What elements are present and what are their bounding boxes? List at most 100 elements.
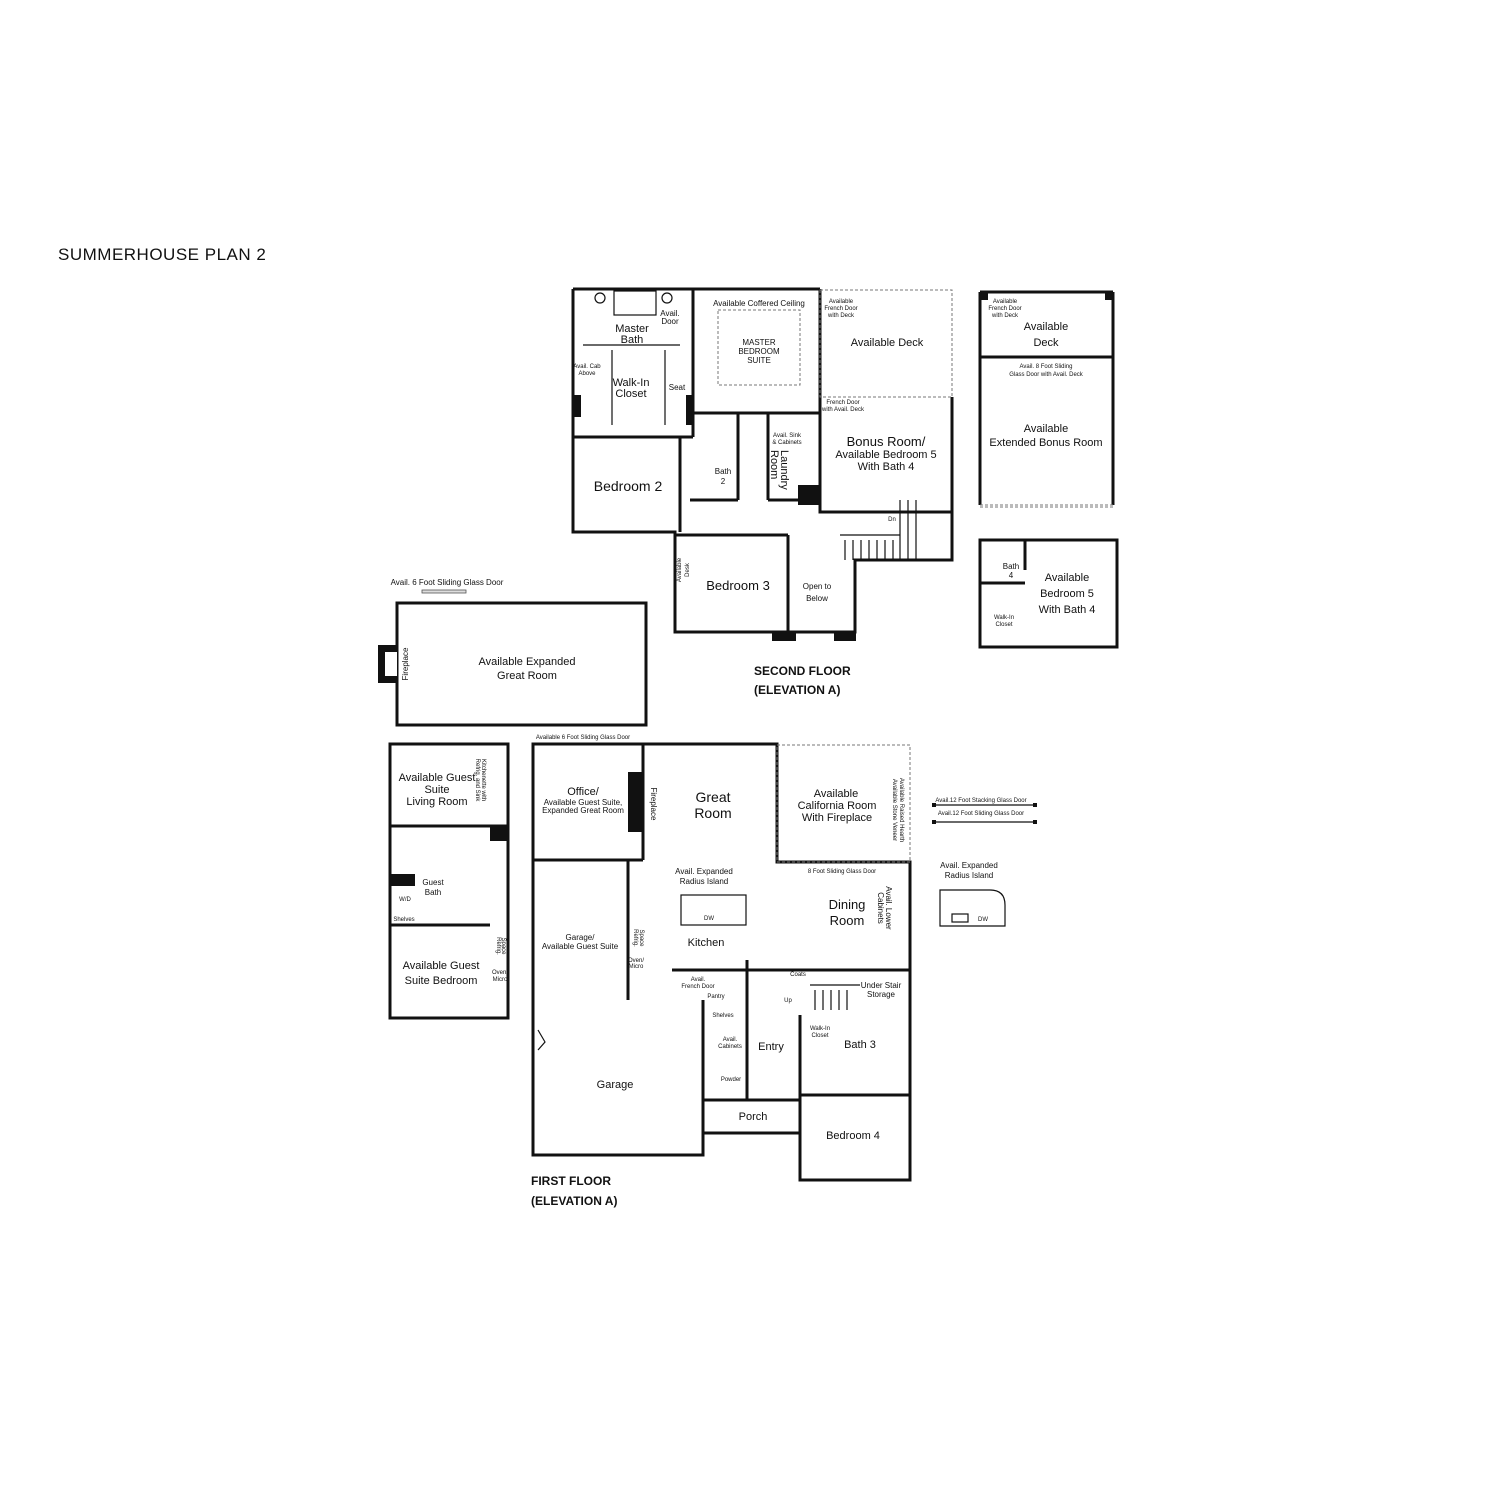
option-note: Avail. Expanded [940,861,998,870]
option-note: Oven/ [492,970,508,976]
room-note: Avail. [691,977,706,983]
room-note: Cabinets [718,1044,742,1050]
room-label: Room [768,450,780,479]
room-label: Below [806,594,828,603]
room-label: MASTER [742,338,776,347]
room-note: Radius Island [680,877,728,886]
room-note: Available Stone Veneer [891,779,897,841]
option-note: Radius Island [945,871,993,880]
option-note: Avail.12 Foot Sliding Glass Door [938,811,1024,817]
option-label: Available [1024,423,1068,435]
option-note: Kitchenette with [480,759,486,801]
island-label: DW [978,917,988,923]
room-label: Bath [621,334,644,346]
room-note: Avail. Lower [884,886,893,930]
room-label: Room [694,805,731,821]
room-label: Garage/ [566,933,596,942]
room-label: Available Guest Suite, [544,798,623,807]
fireplace-label: Fireplace [649,788,658,821]
room-note: Cabinets [876,892,885,924]
island-label: DW [704,916,714,922]
room-note: Desk [685,562,691,577]
room-note: Available [829,299,854,305]
room-note: Refrig. [632,929,638,947]
option-label: Bath [425,888,441,897]
option-note: French Door [988,306,1021,312]
room-label: Bath 3 [844,1039,876,1051]
option-label: Available [1024,321,1068,333]
stair-label: Up [784,998,792,1004]
room-label: Bedroom 2 [594,478,663,494]
option-label: Available [1045,572,1089,584]
room-note: Avail. Cab [573,364,601,370]
option-label: Suite [424,784,449,796]
option-note: Avail. 8 Foot Sliding [1020,364,1073,370]
room-label: Available [814,788,858,800]
option-note: W/D [399,897,411,903]
room-label: Bonus Room/ [847,434,926,449]
room-label: Available Deck [851,337,924,349]
option-note: Avail.12 Foot Stacking Glass Door [935,798,1026,804]
room-label: With Fireplace [802,812,872,824]
plan-title: SUMMERHOUSE PLAN 2 [58,245,267,264]
option-label: Great Room [497,670,557,682]
room-label: SUITE [747,356,771,365]
room-note: Walk-In [810,1026,830,1032]
first-floor-plan: Office/ Available Guest Suite, Expanded … [531,742,912,1208]
option-label: Available Expanded [478,656,575,668]
option-note: Shelves [393,917,414,923]
option-note: Avail. 6 Foot Sliding Glass Door [391,578,504,587]
option-note: Available 6 Foot Sliding Glass Door [536,735,630,741]
room-note: Above [578,371,596,377]
fireplace-label: Fireplace [401,647,410,680]
room-label: With Bath 4 [858,461,915,473]
room-note: Avail. [723,1037,738,1043]
room-note: Door [661,317,679,326]
floor-elevation: (ELEVATION A) [754,683,840,697]
room-label: Bedroom 3 [706,578,770,593]
option-label: With Bath 4 [1039,604,1096,616]
room-note: Available [677,557,683,582]
option-label: Suite Bedroom [405,975,478,987]
room-label: Great [695,789,730,805]
room-note: Micro [629,964,644,970]
room-note: Coats [790,972,806,978]
room-label: Powder [721,1077,741,1083]
room-label: Laundry [778,450,790,490]
option-note: Refrig. and Sink [474,759,480,803]
option-label: Guest [422,878,444,887]
floor-elevation: (ELEVATION A) [531,1194,617,1208]
room-note: French Door [681,984,714,990]
room-note: Avail. Sink [773,433,802,439]
option-note: with Deck [991,313,1019,319]
option-label: Available Guest [403,960,480,972]
room-note: & Cabinets [772,440,801,446]
option-note: Available [993,299,1018,305]
room-label: Porch [739,1111,768,1123]
second-floor-options: Available French Door with Deck Availabl… [978,290,1119,649]
option-label: Living Room [406,796,467,808]
room-note: Avail. Expanded [675,867,733,876]
room-label: Under Stair [861,981,902,990]
room-label: BEDROOM [738,347,780,356]
option-label: Bath [1003,562,1019,571]
room-note: Closet [811,1033,828,1039]
option-note: Micro [493,977,508,983]
room-label: Master [615,323,649,335]
option-label: Extended Bonus Room [989,437,1102,449]
option-label: 4 [1009,571,1014,580]
room-label: Available Bedroom 5 [835,449,936,461]
room-note: Space [638,929,644,947]
option-note: Closet [995,622,1012,628]
room-note: Avail. [660,309,679,318]
room-label: 2 [721,477,726,486]
option-label: Available Guest [399,772,476,784]
guest-suite-option: Available Guest Suite Living Room Kitche… [388,742,510,1020]
first-floor-options: Avail.12 Foot Stacking Glass Door Avail.… [932,798,1037,927]
room-label: Kitchen [688,937,725,949]
room-label: California Room [798,800,877,812]
room-label: Storage [867,990,896,999]
room-note: Available Coffered Ceiling [713,299,805,308]
stair-label: Dn [888,517,896,523]
